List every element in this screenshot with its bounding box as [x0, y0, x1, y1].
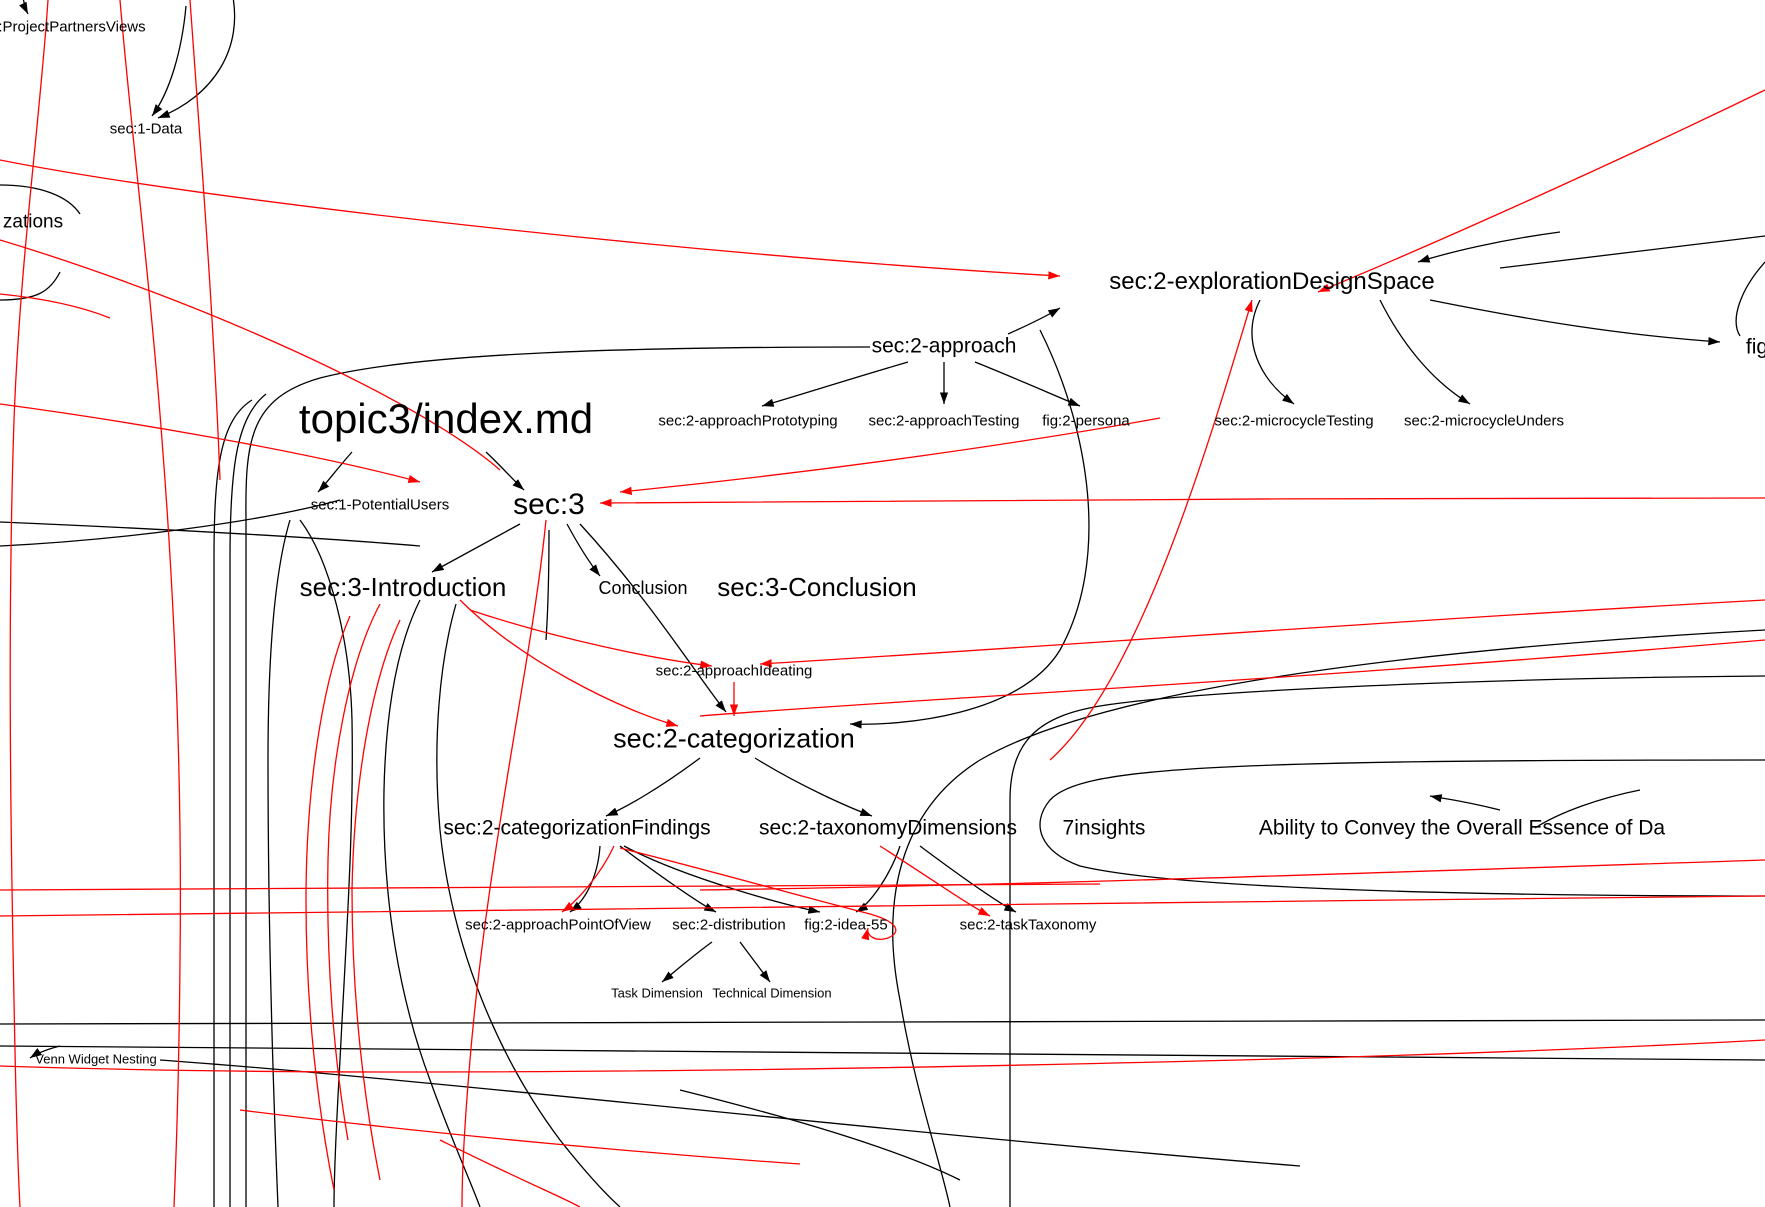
graph-node[interactable]: sec:1-Data: [109, 120, 183, 138]
graph-node[interactable]: sec:2-approachPointOfView: [465, 916, 651, 934]
graph-node[interactable]: sec:3: [513, 488, 585, 521]
graph-node[interactable]: Venn Widget Nesting: [35, 1051, 157, 1067]
graph-node[interactable]: fig: [1745, 335, 1765, 359]
graph-node[interactable]: Technical Dimension: [712, 985, 832, 1001]
graph-node[interactable]: :ProjectPartnersViews: [0, 18, 146, 36]
graph-node[interactable]: 7insights: [1062, 816, 1146, 840]
graph-node[interactable]: sec:2-taskTaxonomy: [959, 916, 1097, 934]
graph-node[interactable]: sec:2-categorization: [613, 723, 855, 754]
graph-node[interactable]: sec:3-Introduction: [299, 572, 507, 602]
graph-node[interactable]: zations: [2, 211, 64, 233]
graph-node[interactable]: sec:2-approachPrototyping: [658, 412, 838, 430]
graph-node[interactable]: Task Dimension: [611, 985, 703, 1001]
graph-node[interactable]: sec:2-microcycleUnders: [1403, 412, 1565, 430]
graph-node[interactable]: sec:2-approach: [871, 334, 1017, 358]
graph-node[interactable]: sec:2-approachIdeating: [655, 662, 813, 680]
graph-node[interactable]: sec:1-PotentialUsers: [310, 496, 450, 514]
graph-node[interactable]: topic3/index.md: [298, 395, 594, 442]
graph-node[interactable]: sec:3-Conclusion: [717, 572, 917, 602]
graph-node[interactable]: sec:2-distribution: [672, 916, 786, 934]
graph-node[interactable]: sec:2-categorizationFindings: [443, 816, 711, 840]
graph-node[interactable]: sec:2-explorationDesignSpace: [1109, 268, 1435, 295]
graph-node[interactable]: sec:2-taxonomyDimensions: [759, 816, 1017, 840]
graph-node[interactable]: sec:2-microcycleTesting: [1214, 412, 1374, 430]
graph-node[interactable]: sec:2-approachTesting: [868, 412, 1020, 430]
graph-node[interactable]: fig:2-idea-55: [804, 916, 888, 934]
graph-node[interactable]: Conclusion: [598, 578, 688, 598]
graph-node[interactable]: Ability to Convey the Overall Essence of…: [1258, 816, 1666, 840]
graph-node[interactable]: fig:2-persona: [1042, 412, 1130, 430]
